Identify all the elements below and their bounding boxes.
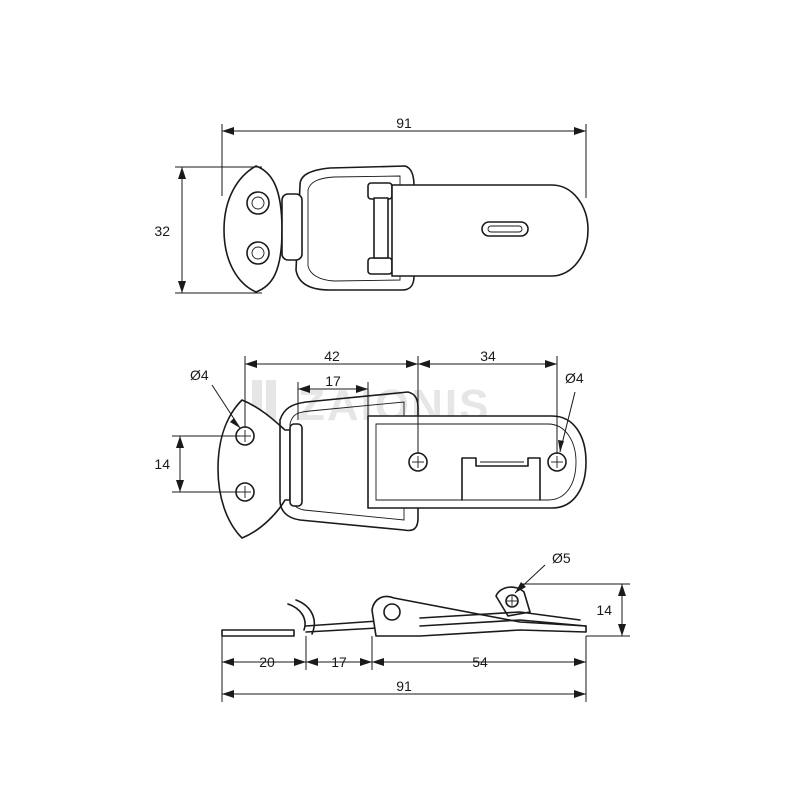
front-view: 42 34 17 14 Ø4 Ø4 [154, 348, 587, 539]
top-view: 91 32 [154, 115, 589, 294]
dim-top-height: 32 [154, 223, 170, 239]
dim-front-slot-17: 17 [325, 373, 341, 389]
top-pivot-cylinder [281, 193, 303, 261]
front-catch-slot [461, 457, 541, 501]
front-hasp-plate [367, 415, 587, 509]
side-view: Ø5 14 20 17 54 91 [221, 550, 630, 702]
dim-top-overall-length: 91 [396, 115, 412, 131]
dim-side-segment-54: 54 [472, 654, 488, 670]
dim-side-hole-dia: Ø5 [552, 550, 571, 566]
side-hook [287, 599, 316, 635]
dim-side-segment-20: 20 [259, 654, 275, 670]
dim-front-hole-dia-right: Ø4 [565, 370, 584, 386]
dim-side-height-14: 14 [596, 602, 612, 618]
side-base-strip [221, 629, 295, 637]
top-slot [481, 221, 529, 237]
dim-front-vertical-14: 14 [154, 456, 170, 472]
top-mount-hole-upper [246, 191, 270, 215]
dim-side-overall-length: 91 [396, 678, 412, 694]
dim-front-spacing-42: 42 [324, 348, 340, 364]
dim-front-spacing-34: 34 [480, 348, 496, 364]
dim-front-hole-dia-left: Ø4 [190, 367, 209, 383]
top-mount-hole-lower [246, 241, 270, 265]
dim-side-segment-17: 17 [331, 654, 347, 670]
top-base-plate [223, 165, 283, 293]
